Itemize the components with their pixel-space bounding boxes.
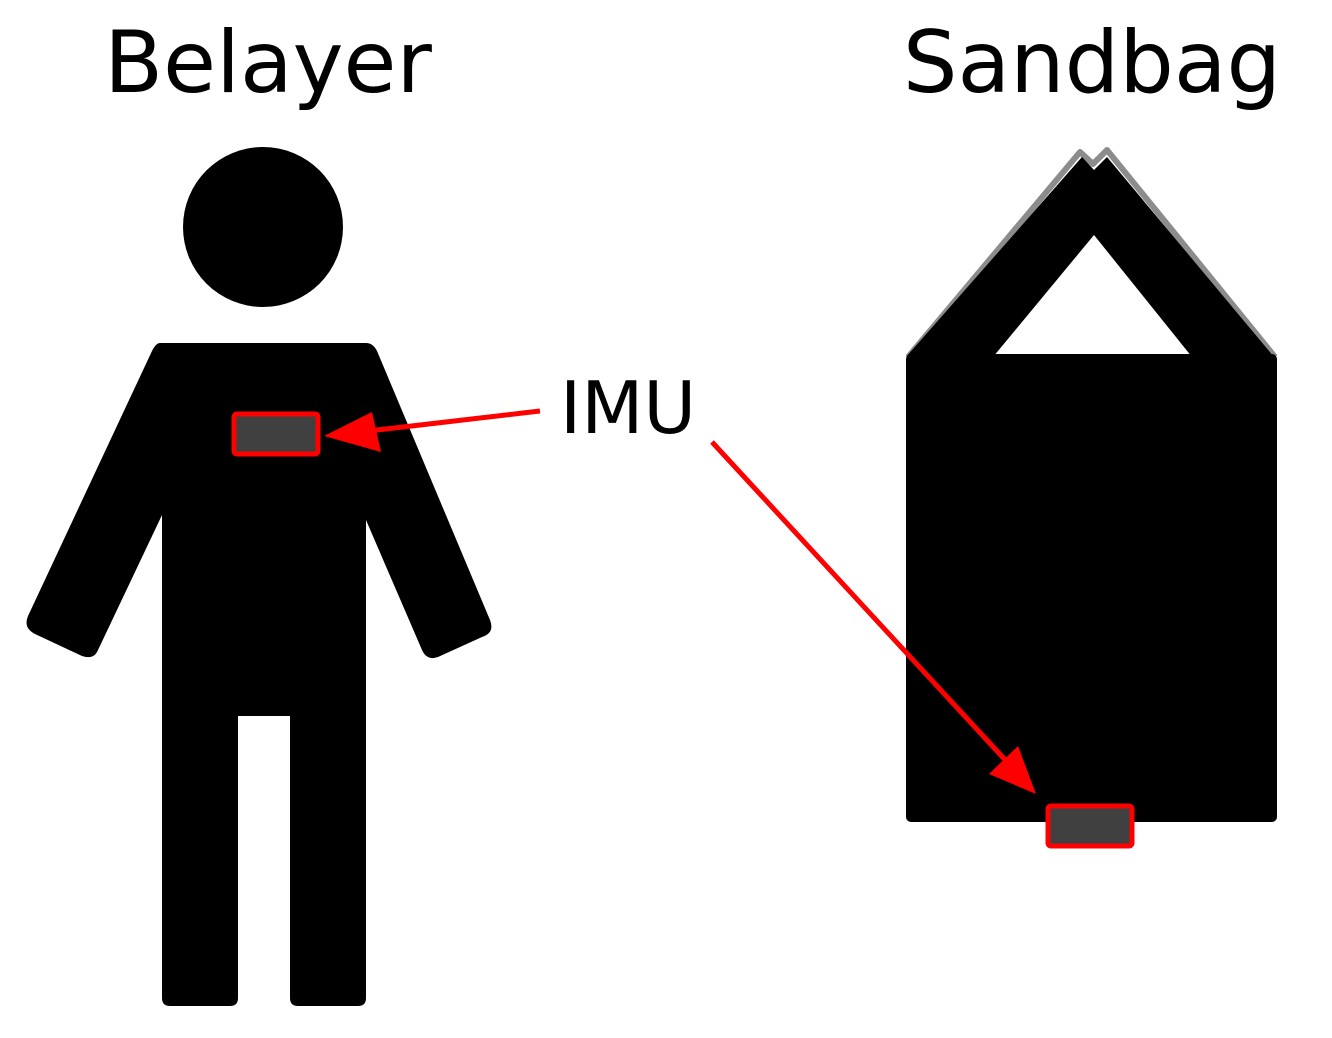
- imu-sensor-icon: [1045, 803, 1135, 849]
- person-torso: [26, 343, 492, 700]
- sandbag-handle: [906, 157, 1274, 357]
- arrow-line: [710, 440, 1010, 765]
- arrow-line: [359, 408, 541, 435]
- arrow-to-belayer-imu: [324, 408, 541, 452]
- sandbag-icon: [905, 147, 1278, 822]
- person-right-leg: [290, 690, 366, 1006]
- person-left-leg: [162, 690, 238, 1006]
- sandbag-body: [906, 354, 1277, 822]
- arrow-to-sandbag-imu: [710, 440, 1036, 794]
- belayer-title: Belayer: [104, 13, 432, 113]
- person-head: [183, 147, 343, 307]
- imu-label: IMU: [560, 366, 696, 450]
- belayer-imu-sensor: [231, 411, 321, 457]
- imu-sensor-icon: [231, 411, 321, 457]
- person-hip: [162, 680, 366, 716]
- sandbag-imu-sensor: [1045, 803, 1135, 849]
- arrow-head: [989, 746, 1036, 794]
- person-icon: [26, 147, 492, 1006]
- sandbag-handle-edge: [905, 147, 1278, 359]
- arrow-head: [324, 412, 381, 452]
- sandbag-title: Sandbag: [903, 13, 1281, 113]
